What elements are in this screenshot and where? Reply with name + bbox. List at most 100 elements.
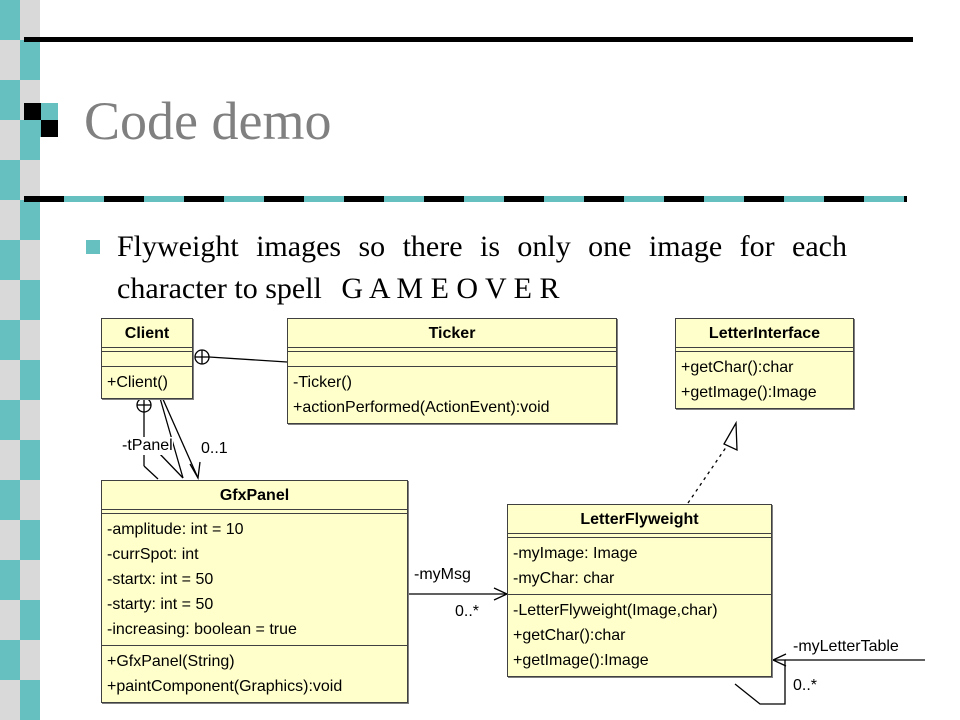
class-client: Client +Client()	[101, 318, 193, 399]
class-letter-interface-op: +getChar():char	[681, 359, 794, 376]
class-letter-interface: LetterInterface +getChar():char +getImag…	[675, 318, 854, 409]
divider-segment	[264, 196, 304, 202]
class-client-attributes	[102, 352, 192, 367]
class-client-name: Client	[102, 319, 192, 352]
checker-cell	[0, 160, 20, 200]
checker-cell	[0, 640, 20, 680]
class-ticker: Ticker -Ticker() +actionPerformed(Action…	[287, 318, 617, 424]
divider-segment	[224, 196, 264, 202]
class-letter-flyweight-attr: -myChar: char	[513, 570, 615, 587]
class-letter-flyweight-operations: -LetterFlyweight(Image,char) +getChar():…	[508, 595, 771, 676]
class-ticker-attributes	[288, 352, 616, 367]
checker-cell	[20, 200, 40, 240]
divider-segment	[504, 196, 544, 202]
class-gfx-panel-attributes: -amplitude: int = 10 -currSpot: int -sta…	[102, 514, 407, 646]
checker-cell	[0, 680, 20, 720]
checker-cell	[20, 640, 40, 680]
label-myletter-table: -myLetterTable	[793, 638, 899, 655]
class-gfx-panel-attr: -starty: int = 50	[107, 596, 214, 613]
divider-segment	[584, 196, 624, 202]
divider-segment	[744, 196, 784, 202]
checker-cell	[20, 440, 40, 480]
checker-cell	[0, 280, 20, 320]
checker-cell	[0, 400, 20, 440]
class-gfx-panel-attr: -increasing: boolean = true	[107, 621, 297, 638]
divider-segment	[24, 196, 64, 202]
class-ticker-operations: -Ticker() +actionPerformed(ActionEvent):…	[288, 367, 616, 423]
checker-cell	[0, 40, 20, 80]
checker-cell	[20, 360, 40, 400]
divider-segment	[824, 196, 864, 202]
divider-segment	[384, 196, 424, 202]
checker-cell	[0, 320, 20, 360]
class-letter-flyweight: LetterFlyweight -myImage: Image -myChar:…	[507, 504, 772, 677]
checker-cell	[0, 200, 20, 240]
class-client-operations: +Client()	[102, 367, 192, 398]
divider-segment	[904, 196, 907, 202]
checker-cell	[0, 600, 20, 640]
slide-title: Code demo	[84, 91, 332, 151]
divider-segment	[704, 196, 744, 202]
checker-cell	[20, 560, 40, 600]
class-gfx-panel-attr: -currSpot: int	[107, 546, 199, 563]
class-letter-flyweight-op: +getChar():char	[513, 627, 626, 644]
class-gfx-panel-op: +paintComponent(Graphics):void	[107, 678, 343, 695]
divider-segment	[104, 196, 144, 202]
checker-cell	[0, 440, 20, 480]
checker-cell	[0, 520, 20, 560]
checker-cell	[20, 320, 40, 360]
label-tpanel: -tPanel	[122, 437, 173, 455]
checker-cell	[20, 600, 40, 640]
label-mymsg: -myMsg	[414, 566, 471, 583]
divider-segment	[144, 196, 184, 202]
divider-segment	[64, 196, 104, 202]
class-ticker-name: Ticker	[288, 319, 616, 352]
divider-segment	[464, 196, 504, 202]
divider-segment	[664, 196, 704, 202]
checker-cell	[20, 40, 40, 80]
class-ticker-op: -Ticker()	[293, 374, 352, 391]
title-bullet-icon	[24, 103, 58, 137]
checker-cell	[0, 80, 20, 120]
class-ticker-op: +actionPerformed(ActionEvent):void	[293, 399, 550, 416]
checker-cell	[0, 0, 20, 40]
bullet-square-icon	[86, 240, 100, 254]
checker-cell	[0, 480, 20, 520]
divider-segment	[344, 196, 384, 202]
class-letter-flyweight-op: +getImage():Image	[513, 652, 649, 669]
divider-segment	[784, 196, 824, 202]
class-letter-flyweight-attributes: -myImage: Image -myChar: char	[508, 538, 771, 595]
checker-cell	[20, 480, 40, 520]
checker-cell	[20, 0, 40, 40]
checker-cell	[20, 520, 40, 560]
bullet-text-main: Flyweight images so there is only one im…	[117, 230, 847, 305]
class-gfx-panel-attr: -amplitude: int = 10	[107, 521, 244, 538]
divider-segment	[424, 196, 464, 202]
divider-segment	[624, 196, 664, 202]
label-myletter-multiplicity: 0..*	[793, 677, 818, 694]
divider-segment	[544, 196, 584, 202]
class-letter-flyweight-attr: -myImage: Image	[513, 545, 638, 562]
checker-cell	[0, 120, 20, 160]
checker-cell	[0, 240, 20, 280]
class-letter-flyweight-name: LetterFlyweight	[508, 505, 771, 538]
class-gfx-panel-name: GfxPanel	[102, 481, 407, 514]
checker-cell	[0, 560, 20, 600]
checker-cell	[20, 400, 40, 440]
checker-cell	[20, 680, 40, 720]
checker-cell	[20, 280, 40, 320]
checker-cell	[20, 160, 40, 200]
bullet-text-spell: G A M E O V E R	[341, 272, 560, 305]
divider-segment	[304, 196, 344, 202]
class-client-op: +Client()	[107, 374, 168, 391]
top-rule	[24, 37, 913, 42]
class-letter-interface-op: +getImage():Image	[681, 384, 817, 401]
class-gfx-panel-attr: -startx: int = 50	[107, 571, 214, 588]
left-checker-border	[0, 0, 40, 720]
label-mymsg-multiplicity: 0..*	[455, 603, 480, 620]
class-letter-interface-operations: +getChar():char +getImage():Image	[676, 352, 853, 408]
class-gfx-panel: GfxPanel -amplitude: int = 10 -currSpot:…	[101, 480, 408, 703]
class-gfx-panel-op: +GfxPanel(String)	[107, 653, 235, 670]
bullet-text: Flyweight images so there is only one im…	[117, 226, 847, 310]
label-tpanel-multiplicity: 0..1	[201, 440, 228, 457]
